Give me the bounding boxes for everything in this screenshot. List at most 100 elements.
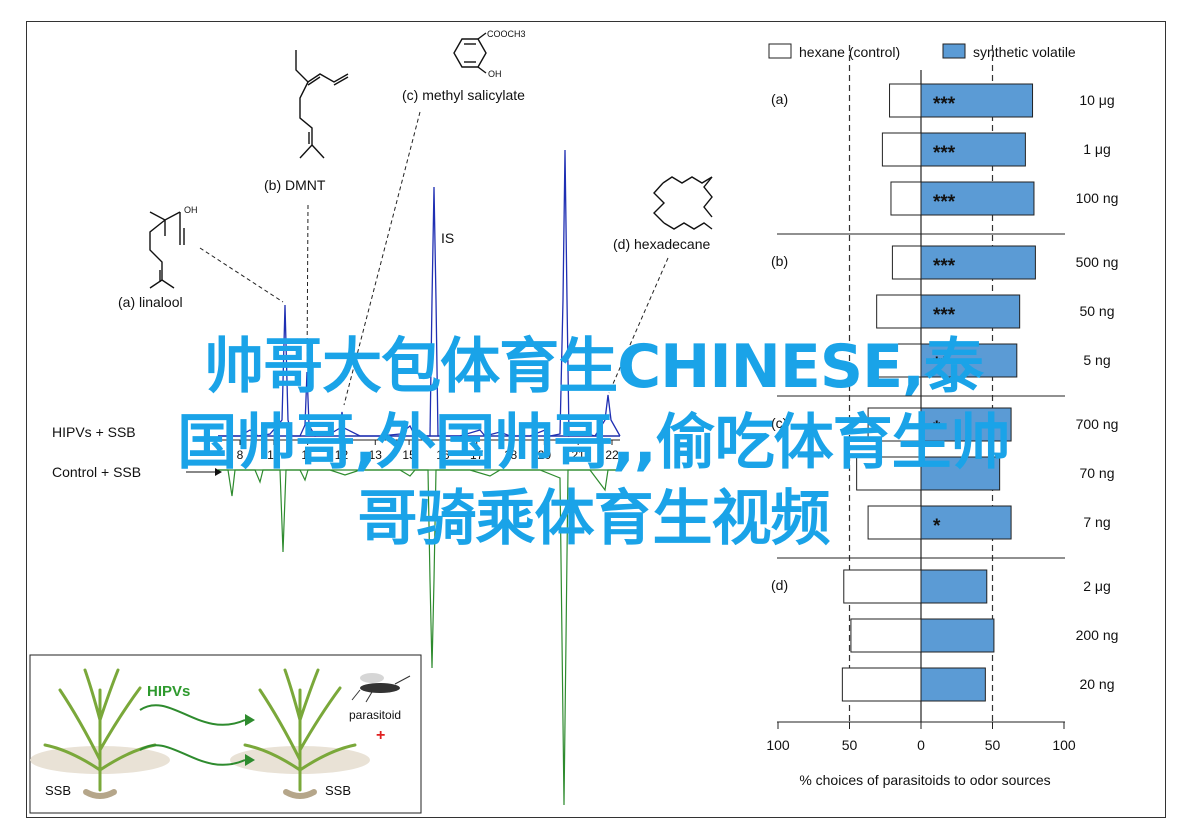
time-axis-ticks: 8 10 11 12 13 15 16 17 18 20 21 22 [237, 440, 619, 462]
dose-label: 50 ng [1079, 303, 1114, 319]
time-tick-label: 17 [470, 448, 484, 462]
bar-volatile [920, 294, 1021, 329]
significance-label: * [933, 516, 941, 537]
dose-label: 10 μg [1079, 92, 1114, 108]
x-tick-label: 50 [842, 737, 858, 753]
time-tick-label: 15 [402, 448, 416, 462]
bar-volatile [920, 132, 1026, 167]
time-tick-label: 13 [369, 448, 383, 462]
bar-volatile [920, 181, 1035, 216]
group-label: (d) [771, 577, 788, 593]
parasitoid-label: parasitoid [349, 708, 401, 722]
legend-label-volatile: synthetic volatile [973, 44, 1076, 60]
dose-label: 1 μg [1083, 141, 1111, 157]
legend-swatch-control [768, 43, 792, 59]
x-tick-label: 0 [917, 737, 925, 753]
control-trace [218, 469, 620, 806]
dose-label: 7 ng [1083, 514, 1110, 530]
significance-label: *** [933, 143, 956, 164]
hipv-arrow-lower [139, 744, 246, 766]
bars-layer: (a)***10 μg***1 μg***100 ng(b)***500 ng*… [771, 45, 1118, 722]
significance-label: *** [933, 94, 956, 115]
time-tick-label: 8 [237, 448, 244, 462]
dmnt-label: (b) DMNT [264, 177, 326, 193]
bar-control [850, 618, 922, 653]
hipvs-label: HIPVs [147, 683, 190, 700]
methyl-salicylate-leader [343, 111, 421, 406]
time-tick-label: 18 [504, 448, 518, 462]
linalool-label: (a) linalool [118, 294, 183, 310]
linalool-structure [149, 211, 185, 289]
watermark-line-2: 国帅哥,外国帅哥,,偷吃体育生帅 [177, 408, 1010, 478]
x-axis-label: % choices of parasitoids to odor sources [799, 772, 1050, 788]
bar-volatile [920, 343, 1018, 378]
bar-volatile [920, 456, 1001, 491]
hipv-arrowhead-upper [245, 714, 255, 726]
significance-label: * [933, 418, 941, 439]
time-tick-label: 10 [267, 448, 281, 462]
bar-control [891, 245, 922, 280]
bar-control [867, 505, 922, 540]
time-tick-label: 16 [436, 448, 450, 462]
hexadecane-leader [608, 257, 669, 394]
bar-volatile [920, 407, 1012, 442]
linalool-leader [199, 247, 284, 303]
dose-label: 100 ng [1076, 190, 1119, 206]
hipvs-trace [218, 149, 621, 437]
methyl-salicylate-coo-label: COOCH3 [487, 29, 526, 39]
hipv-arrow-upper [139, 704, 246, 726]
methyl-salicylate-label: (c) methyl salicylate [402, 87, 525, 103]
plant-right [243, 668, 357, 792]
group-label: (c) [771, 415, 787, 431]
bar-volatile [920, 245, 1036, 280]
hexadecane-label: (d) hexadecane [613, 236, 711, 252]
bar-control [843, 569, 922, 604]
bar-volatile [920, 667, 986, 702]
watermark-line-1: 帅哥大包体育生CHINESE,泰 [204, 332, 984, 402]
x-tick-label: 50 [985, 737, 1001, 753]
dmnt-leader [306, 204, 309, 369]
hipvs-trace-label: HIPVs + SSB [52, 424, 136, 440]
methyl-salicylate-oh-label: OH [488, 69, 502, 79]
time-tick-label: 11 [301, 448, 314, 462]
dose-label: 70 ng [1079, 465, 1114, 481]
bar-control [890, 181, 922, 216]
larva-left-icon [83, 789, 117, 799]
legend-label-control: hexane (control) [799, 44, 900, 60]
dose-label: 200 ng [1076, 627, 1119, 643]
time-tick-label: 20 [538, 448, 552, 462]
bar-control [867, 407, 922, 442]
significance-label: ** [933, 354, 948, 375]
group-label: (a) [771, 91, 788, 107]
time-tick-label: 12 [335, 448, 349, 462]
x-tick-label: 100 [766, 737, 790, 753]
significance-label: *** [933, 192, 956, 213]
ssb-right-label: SSB [325, 783, 351, 798]
bar-control [841, 667, 922, 702]
plus-sign: + [376, 727, 385, 744]
control-label-arrowhead [215, 468, 222, 476]
dose-label: 500 ng [1076, 254, 1119, 270]
methyl-salicylate-structure [453, 32, 487, 74]
group-label: (b) [771, 253, 788, 269]
choice-bar-chart: hexane (control) synthetic volatile (a) *… [766, 43, 1118, 788]
bar-control [873, 343, 922, 378]
hexadecane-structure [653, 176, 713, 230]
dose-label: 20 ng [1079, 676, 1114, 692]
dose-label: 5 ng [1083, 352, 1110, 368]
significance-label: *** [933, 256, 956, 277]
bar-volatile [920, 618, 995, 653]
parasitoid-icon [351, 673, 411, 703]
bar-volatile [920, 569, 988, 604]
bar-control [856, 456, 922, 491]
bar-control [889, 83, 922, 118]
larva-right-icon [283, 789, 317, 799]
time-tick-label: 22 [605, 448, 619, 462]
time-tick-label: 21 [572, 448, 586, 462]
bar-volatile [920, 83, 1034, 118]
bar-control [881, 132, 922, 167]
dmnt-structure [295, 50, 349, 159]
hipv-arrowhead-lower [245, 754, 255, 766]
